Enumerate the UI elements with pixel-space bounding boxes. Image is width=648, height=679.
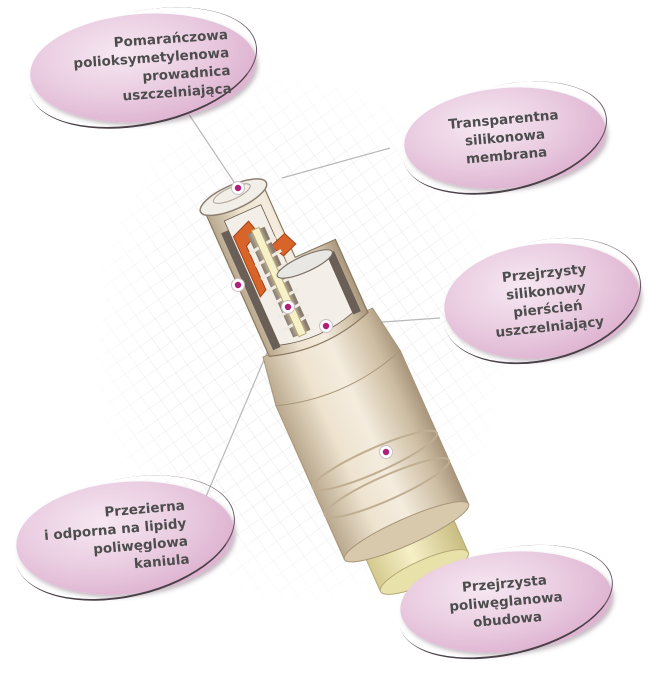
callout-seal-ring-text: Przejrzysty silikonowy pierścień uszczel…	[489, 259, 605, 342]
callout-membrane-text: Transparentna silikonowa membrana	[448, 106, 563, 169]
callout-cannula-text: Przezierna i odporna na lipidy poliwęglo…	[42, 497, 190, 581]
diagram-canvas: Pomarańczowa polioksymetylenowa prowadni…	[0, 0, 648, 662]
callout-guide-text: Pomarańczowa polioksymetylenowa prowadni…	[72, 26, 233, 109]
callout-housing-text: Przejrzysta poliwęglanowa obudowa	[447, 570, 565, 634]
